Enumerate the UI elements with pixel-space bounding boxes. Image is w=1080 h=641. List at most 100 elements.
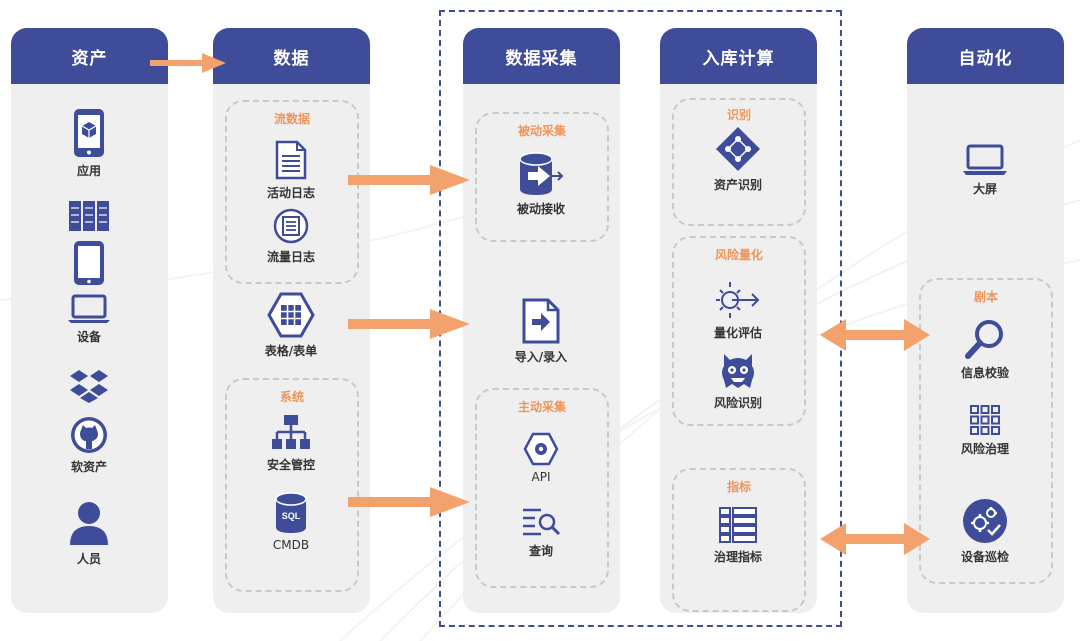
network-tree-icon (272, 415, 310, 449)
arrow-assets-to-data (150, 53, 226, 73)
magnifier-icon (965, 320, 1003, 359)
assets-column-title: 资产 (11, 28, 168, 84)
arrow-risk-automation-bidirectional (820, 319, 930, 351)
risk-governance-item[interactable]: 风险治理 (925, 404, 1045, 457)
asset-identify-item[interactable]: 资产识别 (678, 126, 798, 193)
traffic-log-item[interactable]: 流量日志 (231, 208, 351, 265)
quant-assess-label: 量化评估 (713, 326, 762, 340)
traffic-log-label: 流量日志 (266, 250, 315, 264)
app-item[interactable]: 应用 (29, 108, 149, 179)
hexagon-gear-icon (523, 432, 559, 466)
risk-identify-label: 风险识别 (713, 396, 762, 410)
svg-text:SQL: SQL (282, 511, 301, 521)
gov-metrics-label: 治理指标 (713, 550, 762, 564)
playbook-group: 剧本 (919, 278, 1053, 584)
assets-column: 资产 应用 (11, 28, 168, 613)
identify-group: 识别 (672, 98, 806, 226)
gov-metrics-item[interactable]: 治理指标 (678, 506, 798, 565)
dropbox-icon (70, 370, 108, 403)
api-label: API (531, 470, 551, 484)
arrow-stream-to-passive (348, 165, 470, 195)
metrics-title: 指标 (726, 480, 751, 494)
table-form-label: 表格/表单 (264, 344, 318, 358)
tablet-icon (74, 241, 104, 285)
software-item[interactable]: 软资产 (29, 416, 149, 475)
table-icon (719, 507, 757, 543)
quant-assess-item[interactable]: 量化评估 (678, 280, 798, 341)
cmdb-item[interactable]: SQL CMDB (231, 492, 351, 552)
search-list-icon (523, 508, 561, 536)
info-verify-label: 信息校验 (960, 366, 1009, 380)
gears-circle-icon (963, 499, 1007, 543)
device-inspection-item[interactable]: 设备巡检 (925, 498, 1045, 565)
passive-collect-title: 被动采集 (517, 124, 566, 138)
device-label: 设备 (76, 330, 101, 344)
laptop-icon (68, 294, 110, 323)
system-title: 系统 (279, 390, 304, 404)
people-item[interactable]: 人员 (29, 500, 149, 567)
device-item[interactable]: 设备 (29, 294, 149, 345)
arrow-metrics-automation-bidirectional (820, 523, 930, 555)
asset-identify-label: 资产识别 (713, 178, 762, 192)
automation-column-title: 自动化 (907, 28, 1064, 84)
passive-receive-item[interactable]: 被动接收 (481, 152, 601, 217)
api-item[interactable]: API (481, 432, 601, 484)
data-column: 数据 流数据 活动日志 流量日志 表格/表单 系统 (213, 28, 370, 613)
monitor-icon (963, 144, 1007, 175)
risk-governance-label: 风险治理 (960, 442, 1009, 456)
cmdb-label: CMDB (272, 538, 310, 552)
risk-quant-group: 风险量化 (672, 236, 806, 426)
processing-frame (439, 10, 842, 627)
query-item[interactable]: 查询 (481, 506, 601, 559)
database-arrow-icon (519, 152, 564, 195)
list-circle-icon (273, 208, 309, 244)
import-entry-label: 导入/录入 (514, 350, 568, 364)
table-form-item[interactable]: 表格/表单 (231, 292, 351, 359)
security-control-label: 安全管控 (266, 458, 315, 472)
diamond-network-icon (716, 127, 760, 171)
activity-log-item[interactable]: 活动日志 (231, 140, 351, 201)
collect-column-title: 数据采集 (463, 28, 620, 84)
query-label: 查询 (528, 544, 553, 558)
monster-icon (722, 354, 754, 388)
sun-arrow-icon (716, 282, 760, 318)
arrow-table-to-import (348, 309, 470, 339)
info-verify-item[interactable]: 信息校验 (925, 318, 1045, 381)
risk-quant-title: 风险量化 (714, 248, 763, 262)
system-group: 系统 (225, 378, 359, 592)
passive-receive-label: 被动接收 (516, 202, 565, 216)
compute-column-title: 入库计算 (660, 28, 817, 84)
collect-column: 数据采集 被动采集 被动接收 导入/录入 主动采集 API (463, 28, 620, 613)
app-label: 应用 (76, 164, 101, 178)
risk-identify-item[interactable]: 风险识别 (678, 350, 798, 411)
data-column-title: 数据 (213, 28, 370, 84)
import-entry-item[interactable]: 导入/录入 (481, 298, 601, 365)
activity-log-label: 活动日志 (266, 186, 315, 200)
file-import-icon (522, 298, 560, 344)
device-inspection-label: 设备巡检 (960, 550, 1009, 564)
compute-column: 入库计算 识别 资产识别 风险量化 量化评估 (660, 28, 817, 613)
dropbox-item (29, 368, 149, 404)
sql-database-icon: SQL (275, 492, 307, 533)
document-icon (275, 140, 307, 180)
automation-column: 自动化 大屏 剧本 信息校验 风险治理 (907, 28, 1064, 613)
user-icon (70, 502, 108, 545)
metrics-group: 指标 (672, 468, 806, 612)
stream-data-group: 流数据 (225, 100, 359, 284)
security-control-item[interactable]: 安全管控 (231, 414, 351, 473)
arrow-system-to-active (348, 487, 470, 517)
people-label: 人员 (76, 552, 101, 566)
server-rack-item (29, 200, 149, 232)
active-collect-title: 主动采集 (517, 400, 566, 414)
server-rack-icon (69, 201, 109, 231)
phone-box-icon (74, 109, 104, 157)
software-label: 软资产 (70, 460, 107, 474)
grid-hexagon-icon (267, 292, 315, 338)
identify-title: 识别 (726, 108, 751, 122)
playbook-title: 剧本 (973, 290, 998, 304)
big-screen-label: 大屏 (972, 182, 997, 196)
active-collect-group: 主动采集 (475, 388, 609, 588)
grid-icon (970, 405, 1000, 435)
big-screen-item[interactable]: 大屏 (925, 144, 1045, 197)
stream-data-title: 流数据 (273, 112, 310, 126)
